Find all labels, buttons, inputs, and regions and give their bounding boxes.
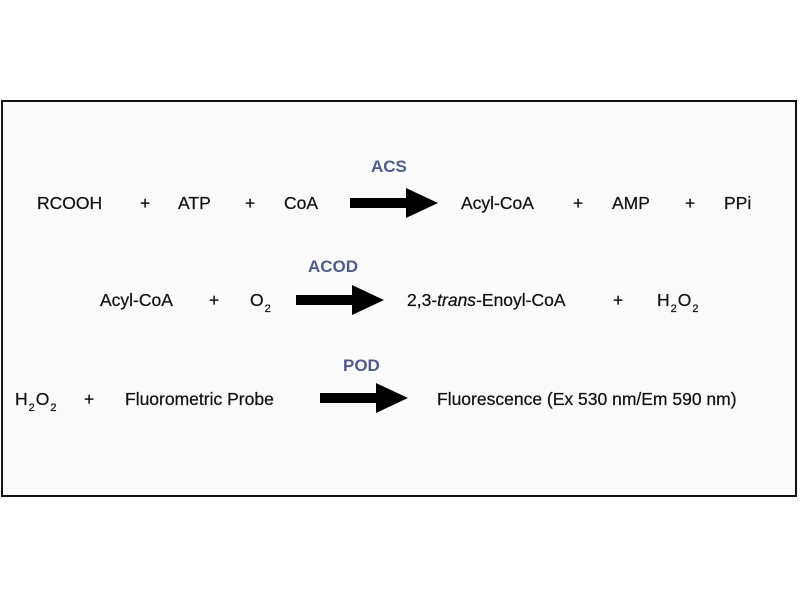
- plus-sign: +: [613, 290, 624, 310]
- product-ppi: PPi: [724, 193, 752, 213]
- plus-sign: +: [84, 389, 95, 409]
- reactant-atp: ATP: [178, 193, 211, 213]
- product-amp: AMP: [612, 193, 650, 213]
- reactant-oxygen: O2: [250, 289, 272, 320]
- reactant-hydrogen-peroxide: H2O2: [15, 388, 58, 419]
- o-symbol: O: [35, 389, 50, 409]
- reactant-rcooh: RCOOH: [37, 193, 103, 213]
- product-acyl-coa: Acyl-CoA: [461, 193, 534, 213]
- enoyl-prefix: 2,3-: [407, 290, 438, 310]
- plus-sign: +: [573, 193, 584, 213]
- enoyl-suffix: -Enoyl-CoA: [476, 290, 566, 310]
- enzyme-label-acs: ACS: [371, 157, 407, 176]
- reaction-arrow-icon: [320, 383, 408, 413]
- diagram-frame: [1, 100, 797, 497]
- subscript: 2: [28, 402, 35, 414]
- reaction-arrow-icon: [296, 285, 384, 315]
- product-hydrogen-peroxide: H2O2: [657, 289, 700, 320]
- plus-sign: +: [209, 290, 220, 310]
- reactant-fluorometric-probe: Fluorometric Probe: [125, 389, 274, 409]
- subscript: 2: [264, 303, 271, 315]
- plus-sign: +: [140, 193, 151, 213]
- product-fluorescence: Fluorescence (Ex 530 nm/Em 590 nm): [437, 389, 737, 409]
- plus-sign: +: [245, 193, 256, 213]
- reactant-acyl-coa: Acyl-CoA: [100, 290, 173, 310]
- product-enoyl-coa: 2,3-trans-Enoyl-CoA: [407, 289, 566, 311]
- enzyme-label-pod: POD: [343, 356, 380, 375]
- enzyme-label-acod: ACOD: [308, 257, 359, 276]
- reactant-coa: CoA: [284, 193, 319, 213]
- h-symbol: H: [657, 290, 670, 310]
- o-symbol: O: [677, 290, 692, 310]
- h-symbol: H: [15, 389, 28, 409]
- subscript: 2: [670, 303, 677, 315]
- subscript: 2: [50, 402, 57, 414]
- enoyl-trans: trans: [437, 290, 477, 310]
- reaction-arrow-icon: [350, 188, 438, 218]
- oxygen-symbol: O: [250, 290, 264, 310]
- subscript: 2: [692, 303, 699, 315]
- plus-sign: +: [685, 193, 696, 213]
